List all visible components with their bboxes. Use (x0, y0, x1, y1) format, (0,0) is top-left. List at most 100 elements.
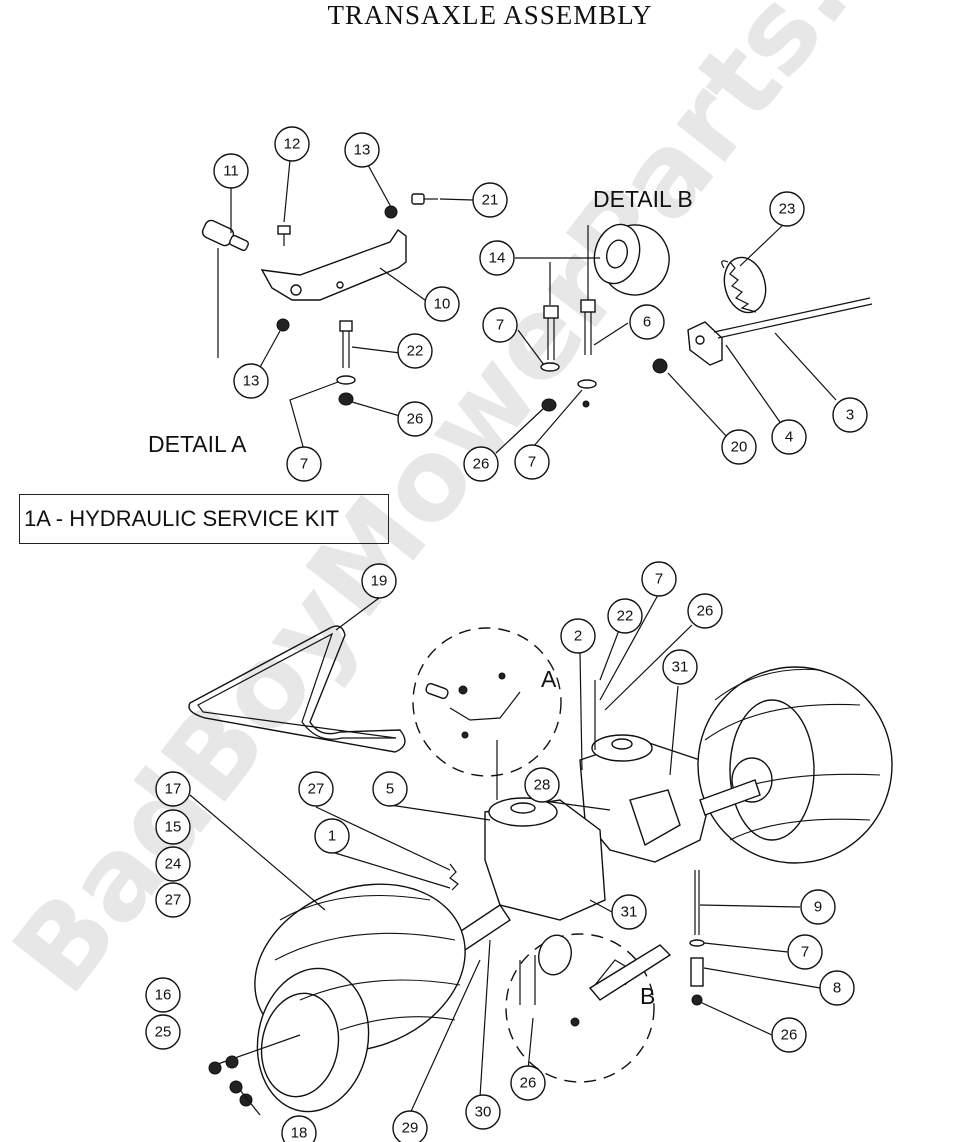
svg-text:7: 7 (496, 317, 504, 334)
nut-26-a (338, 392, 354, 406)
callout-20: 20 (721, 429, 757, 465)
rod-3 (713, 297, 871, 333)
callout-21: 21 (472, 182, 508, 218)
bolt-21 (411, 193, 425, 205)
svg-text:26: 26 (407, 411, 424, 428)
nut-13-lower (276, 318, 290, 332)
callout-19: 19 (361, 563, 397, 599)
callout-23: 23 (769, 191, 805, 227)
callout-25: 25 (145, 1014, 181, 1050)
bolt-b-left (543, 305, 559, 319)
callout-10: 10 (424, 286, 460, 322)
callout-13-lower: 13 (233, 363, 269, 399)
svg-text:11: 11 (223, 163, 239, 180)
svg-text:24: 24 (165, 856, 182, 873)
svg-text:14: 14 (489, 250, 506, 267)
callout-31-b: 31 (611, 894, 647, 930)
svg-text:26: 26 (520, 1075, 537, 1092)
svg-text:4: 4 (785, 429, 793, 446)
svg-text:5: 5 (386, 781, 394, 798)
svg-text:28: 28 (534, 777, 551, 794)
callout-24: 24 (155, 846, 191, 882)
detail-b (495, 223, 873, 454)
svg-text:27: 27 (165, 892, 182, 909)
callout-3: 3 (832, 397, 868, 433)
detail-a-circle (412, 627, 562, 777)
washer-7-a (336, 375, 356, 385)
main-assembly (188, 594, 893, 1119)
callout-8: 8 (819, 970, 855, 1006)
callout-12: 12 (274, 126, 310, 162)
svg-text:21: 21 (482, 192, 499, 209)
nut-26-b (541, 398, 557, 412)
callout-26-d: 26 (771, 1017, 807, 1053)
bracket-4 (687, 321, 723, 366)
nut-13-top (384, 205, 398, 219)
svg-text:1: 1 (328, 828, 336, 845)
callout-7-d: 7 (641, 561, 677, 597)
detail-a (201, 159, 474, 451)
callout-27: 27 (155, 882, 191, 918)
view-b-letter: B (640, 983, 655, 1009)
hydraulic-service-kit-label: 1A - HYDRAULIC SERVICE KIT (24, 506, 340, 531)
callout-14: 14 (479, 240, 515, 276)
svg-text:29: 29 (402, 1120, 419, 1137)
nut-20 (652, 358, 668, 374)
callout-1: 1 (314, 818, 350, 854)
callout-7: 7 (286, 446, 322, 482)
callout-13: 13 (344, 132, 380, 168)
cable-barrel-part (229, 234, 249, 252)
svg-text:12: 12 (284, 136, 301, 153)
callout-16: 16 (145, 977, 181, 1013)
svg-text:27: 27 (308, 781, 325, 798)
callout-26: 26 (397, 401, 433, 437)
washer-7-c (577, 379, 597, 389)
bolt-12-head (277, 225, 291, 235)
svg-text:22: 22 (617, 608, 634, 625)
callout-7-b: 7 (482, 307, 518, 343)
callout-30: 30 (465, 1094, 501, 1130)
svg-text:7: 7 (300, 456, 308, 473)
callout-11: 11 (213, 153, 249, 189)
svg-text:26: 26 (781, 1027, 798, 1044)
svg-text:31: 31 (621, 904, 638, 921)
svg-text:2: 2 (574, 628, 582, 645)
svg-text:17: 17 (165, 781, 182, 798)
belt-19 (188, 625, 406, 753)
bracket-10 (260, 228, 407, 301)
svg-text:13: 13 (354, 142, 371, 159)
svg-text:13: 13 (243, 373, 260, 390)
callout-7-e: 7 (787, 934, 823, 970)
bolt-22 (339, 320, 353, 332)
svg-text:26: 26 (697, 603, 714, 620)
svg-text:7: 7 (528, 454, 536, 471)
svg-text:15: 15 (165, 819, 182, 836)
callout-26-e: 26 (510, 1065, 546, 1101)
callout-31: 31 (662, 649, 698, 685)
view-a-letter: A (541, 666, 557, 692)
spring-23 (729, 261, 757, 313)
washer-7-b (540, 362, 560, 372)
page-title: TRANSAXLE ASSEMBLY (327, 0, 653, 30)
svg-text:3: 3 (846, 407, 854, 424)
svg-text:18: 18 (291, 1125, 308, 1142)
callout-17: 17 (155, 771, 191, 807)
bolt-6 (580, 299, 596, 313)
svg-text:31: 31 (672, 659, 689, 676)
svg-text:26: 26 (473, 456, 490, 473)
svg-text:8: 8 (833, 980, 841, 997)
hydraulic-service-kit-box: 1A - HYDRAULIC SERVICE KIT (19, 494, 389, 544)
callout-4: 4 (771, 419, 807, 455)
callout-22: 22 (397, 333, 433, 369)
callout-29: 29 (392, 1110, 428, 1142)
callout-22-b: 22 (607, 598, 643, 634)
callout-7-c: 7 (514, 444, 550, 480)
svg-text:9: 9 (814, 899, 822, 916)
left-transaxle-housing (484, 799, 606, 921)
callout-18: 18 (281, 1115, 317, 1142)
svg-text:7: 7 (655, 571, 663, 588)
callout-5: 5 (372, 771, 408, 807)
callout-group: 11 12 13 21 10 13 22 26 7 14 7 6 26 7 23… (145, 126, 868, 1142)
svg-text:22: 22 (407, 343, 424, 360)
